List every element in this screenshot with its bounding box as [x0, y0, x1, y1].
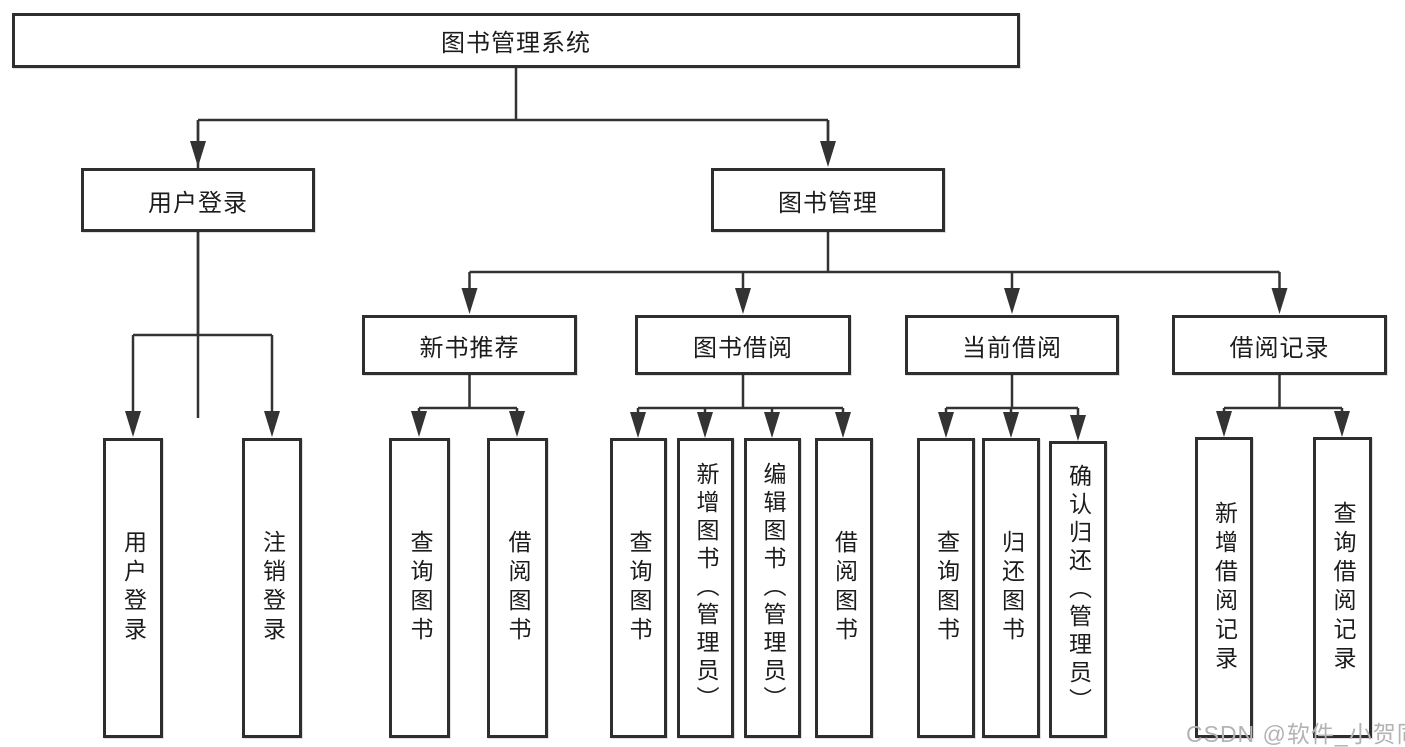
node-new-book-recommend: 新书推荐 [362, 315, 577, 375]
leaf-query-books-1: 查询图书 [389, 438, 450, 738]
leaf-query-books-3: 查询图书 [917, 438, 975, 738]
leaf-query-borrow-record: 查询借阅记录 [1313, 437, 1372, 738]
branch-book-management: 图书管理 [711, 168, 945, 232]
node-borrowing-records: 借阅记录 [1172, 315, 1387, 375]
leaf-edit-book-admin: 编辑图书（管理员） [744, 438, 801, 738]
csdn-watermark: CSDN @软件_小贺同学 [1186, 721, 1405, 747]
leaf-logout-login: 注销登录 [242, 438, 302, 738]
leaf-add-book-admin: 新增图书（管理员） [677, 438, 734, 738]
leaf-borrow-books-2: 借阅图书 [815, 438, 873, 738]
leaf-add-borrow-record: 新增借阅记录 [1195, 437, 1253, 738]
leaf-return-books: 归还图书 [982, 438, 1040, 738]
node-library-system: 图书管理系统 [12, 13, 1020, 68]
leaf-user-login: 用户登录 [103, 438, 163, 738]
leaf-query-books-2: 查询图书 [610, 438, 667, 738]
leaf-confirm-return-admin: 确认归还（管理员） [1049, 441, 1107, 738]
leaf-borrow-books-1: 借阅图书 [487, 438, 548, 738]
node-book-borrowing: 图书借阅 [635, 315, 851, 375]
node-current-borrowing: 当前借阅 [905, 315, 1119, 375]
branch-user-login: 用户登录 [81, 168, 315, 232]
